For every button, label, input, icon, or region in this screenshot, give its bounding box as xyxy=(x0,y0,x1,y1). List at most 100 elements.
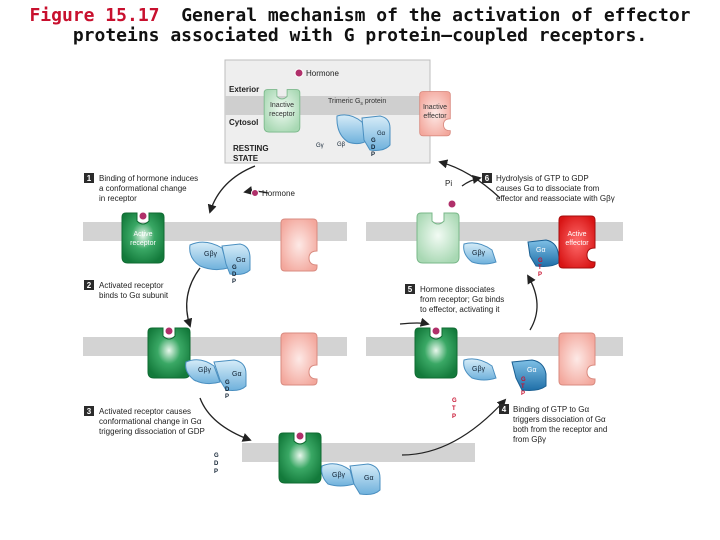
membrane-step3-bottom xyxy=(242,443,475,462)
step1-g-beta-gamma-label: Gβγ xyxy=(204,251,217,258)
step1-g-alpha-label: Gα xyxy=(236,257,246,264)
step1-gdp-g: G xyxy=(232,265,237,271)
step3-g-beta-gamma-icon xyxy=(321,463,355,487)
step-caption-5: 5 Hormone dissociates from receptor; Gα … xyxy=(405,284,504,314)
step1-line-2: a conformational change xyxy=(99,184,187,193)
step6-line-3: effector and reassociate with Gβγ xyxy=(496,194,615,203)
step2-line-1: Activated receptor xyxy=(99,281,164,290)
resting-state-label-2: STATE xyxy=(233,154,259,163)
step1-line-3: in receptor xyxy=(99,194,137,203)
step5-g-beta-gamma-icon xyxy=(463,358,497,381)
step4-line-3: both from the receptor and xyxy=(513,425,607,434)
arrow-hormone-out xyxy=(399,317,430,327)
figure-label: Figure 15.17 xyxy=(29,5,160,26)
step6-inactive-receptor-icon xyxy=(416,212,460,264)
step5-gtp-g: G xyxy=(521,377,526,383)
step2-g-beta-gamma-label: Gβγ xyxy=(198,367,211,374)
step6-gtp-t: T xyxy=(538,265,542,271)
resting-state-label-1: RESTING xyxy=(233,144,269,153)
step6-g-beta-gamma-icon xyxy=(463,242,497,265)
step6-hormone-icon xyxy=(447,199,457,209)
step1-active-receptor-label-2: receptor xyxy=(130,240,156,247)
step6-line-1: Hydrolysis of GTP to GDP xyxy=(496,174,589,183)
arrow-step1-to-step2 xyxy=(183,267,201,328)
step-number-box-3 xyxy=(84,406,94,416)
step-number-5: 5 xyxy=(408,285,413,294)
step6-gtp-g: G xyxy=(538,258,543,264)
step3-scene: Gβγ Gα G D P G T P xyxy=(214,398,457,495)
trimeric-label-text: Trimeric G xyxy=(328,98,360,105)
step1-gdp-d: D xyxy=(232,272,237,278)
step-number-box-6 xyxy=(482,173,492,183)
resting-g-protein: Gα Gβ Gγ G D P xyxy=(316,114,391,158)
trimeric-label-end: protein xyxy=(363,98,386,105)
inactive-effector-label-2: effector xyxy=(423,113,447,120)
step4-gtp-p: P xyxy=(452,414,456,420)
step3-line-3: triggering dissociation of GDP xyxy=(99,427,205,436)
trimeric-label: Trimeric Gs protein xyxy=(328,98,386,107)
resting-gdp-g: G xyxy=(371,138,376,144)
arrow-pi-out xyxy=(461,174,482,187)
step3-gdp-p: P xyxy=(214,469,218,475)
step2-g-alpha-label: Gα xyxy=(232,371,242,378)
step2-gdp-g: G xyxy=(225,380,230,386)
step5-line-2: from receptor; Gα binds xyxy=(420,295,504,304)
step2-scene: Gβγ Gα G D P xyxy=(147,326,318,400)
trimeric-label-sub: s xyxy=(360,101,363,107)
step-number-2: 2 xyxy=(87,281,92,290)
step6-gtp-p: P xyxy=(538,272,542,278)
step1-g-alpha-icon xyxy=(221,243,251,275)
step2-hormone-icon xyxy=(164,326,174,336)
step4-line-1: Binding of GTP to Gα xyxy=(513,405,589,414)
step1-line-1: Binding of hormone induces xyxy=(99,174,198,183)
step-number-box-5 xyxy=(405,284,415,294)
step1-gdp-p: P xyxy=(232,279,236,285)
resting-g-alpha-label: Gα xyxy=(377,131,386,137)
step3-g-alpha-icon xyxy=(349,463,381,495)
resting-g-gamma-label: Gγ xyxy=(316,143,324,149)
step6-line-2: causes Gα to dissociate from xyxy=(496,184,600,193)
resting-gdp-d: D xyxy=(371,145,376,151)
step6-active-effector-label-1: Active xyxy=(567,231,586,238)
step-caption-1: 1 Binding of hormone induces a conformat… xyxy=(84,173,198,203)
step-number-4: 4 xyxy=(502,405,507,414)
step4-line-4: from Gβγ xyxy=(513,435,546,444)
inactive-receptor-label-2: receptor xyxy=(269,111,295,118)
step5-hormone-icon xyxy=(431,326,441,336)
step-caption-4: 4 Binding of GTP to Gα triggers dissocia… xyxy=(499,404,607,444)
step2-g-beta-gamma-icon xyxy=(185,359,221,385)
step3-gdp-d: D xyxy=(214,461,219,467)
step3-g-beta-gamma-label: Gβγ xyxy=(332,472,345,479)
resting-hormone-label: Hormone xyxy=(306,69,339,78)
step2-gdp-d: D xyxy=(225,387,230,393)
step-number-box-1 xyxy=(84,173,94,183)
step-caption-6: 6 Hydrolysis of GTP to GDP causes Gα to … xyxy=(482,173,615,203)
step1-g-beta-gamma-icon xyxy=(189,241,229,271)
inactive-receptor-label-1: Inactive xyxy=(270,102,294,109)
step-number-3: 3 xyxy=(87,407,92,416)
step4-line-2: triggers dissociation of Gα xyxy=(513,415,606,424)
step-number-1: 1 xyxy=(87,174,92,183)
free-hormone-label: Hormone xyxy=(262,189,295,198)
step5-inactive-effector-icon xyxy=(558,332,596,386)
step6-active-effector-label-2: effector xyxy=(565,240,589,247)
cytosol-label: Cytosol xyxy=(229,118,258,127)
step1-inactive-effector-icon xyxy=(280,218,318,272)
resting-gdp-p: P xyxy=(371,152,375,158)
step-caption-2: 2 Activated receptor binds to Gα subunit xyxy=(84,280,169,300)
inactive-effector-label-1: Inactive xyxy=(423,104,447,111)
step6-g-alpha-label: Gα xyxy=(536,247,546,254)
free-hormone-icon xyxy=(251,189,259,197)
step-number-box-2 xyxy=(84,280,94,290)
step1-active-receptor-label-1: Active xyxy=(133,231,152,238)
step5-gtp-t: T xyxy=(521,384,525,390)
resting-state-panel: Exterior Cytosol Hormone Inactive recept… xyxy=(224,59,451,164)
step3-g-alpha-label: Gα xyxy=(364,475,374,482)
step6-scene: Gβγ Gα G T P Active effector xyxy=(416,199,596,278)
arrow-step2-to-step3 xyxy=(199,397,252,442)
resting-g-alpha-icon xyxy=(361,115,391,151)
step3-line-2: conformational change in Gα xyxy=(99,417,202,426)
arrow-step3-to-step4 xyxy=(401,398,507,456)
step3-hormone-icon xyxy=(295,431,305,441)
